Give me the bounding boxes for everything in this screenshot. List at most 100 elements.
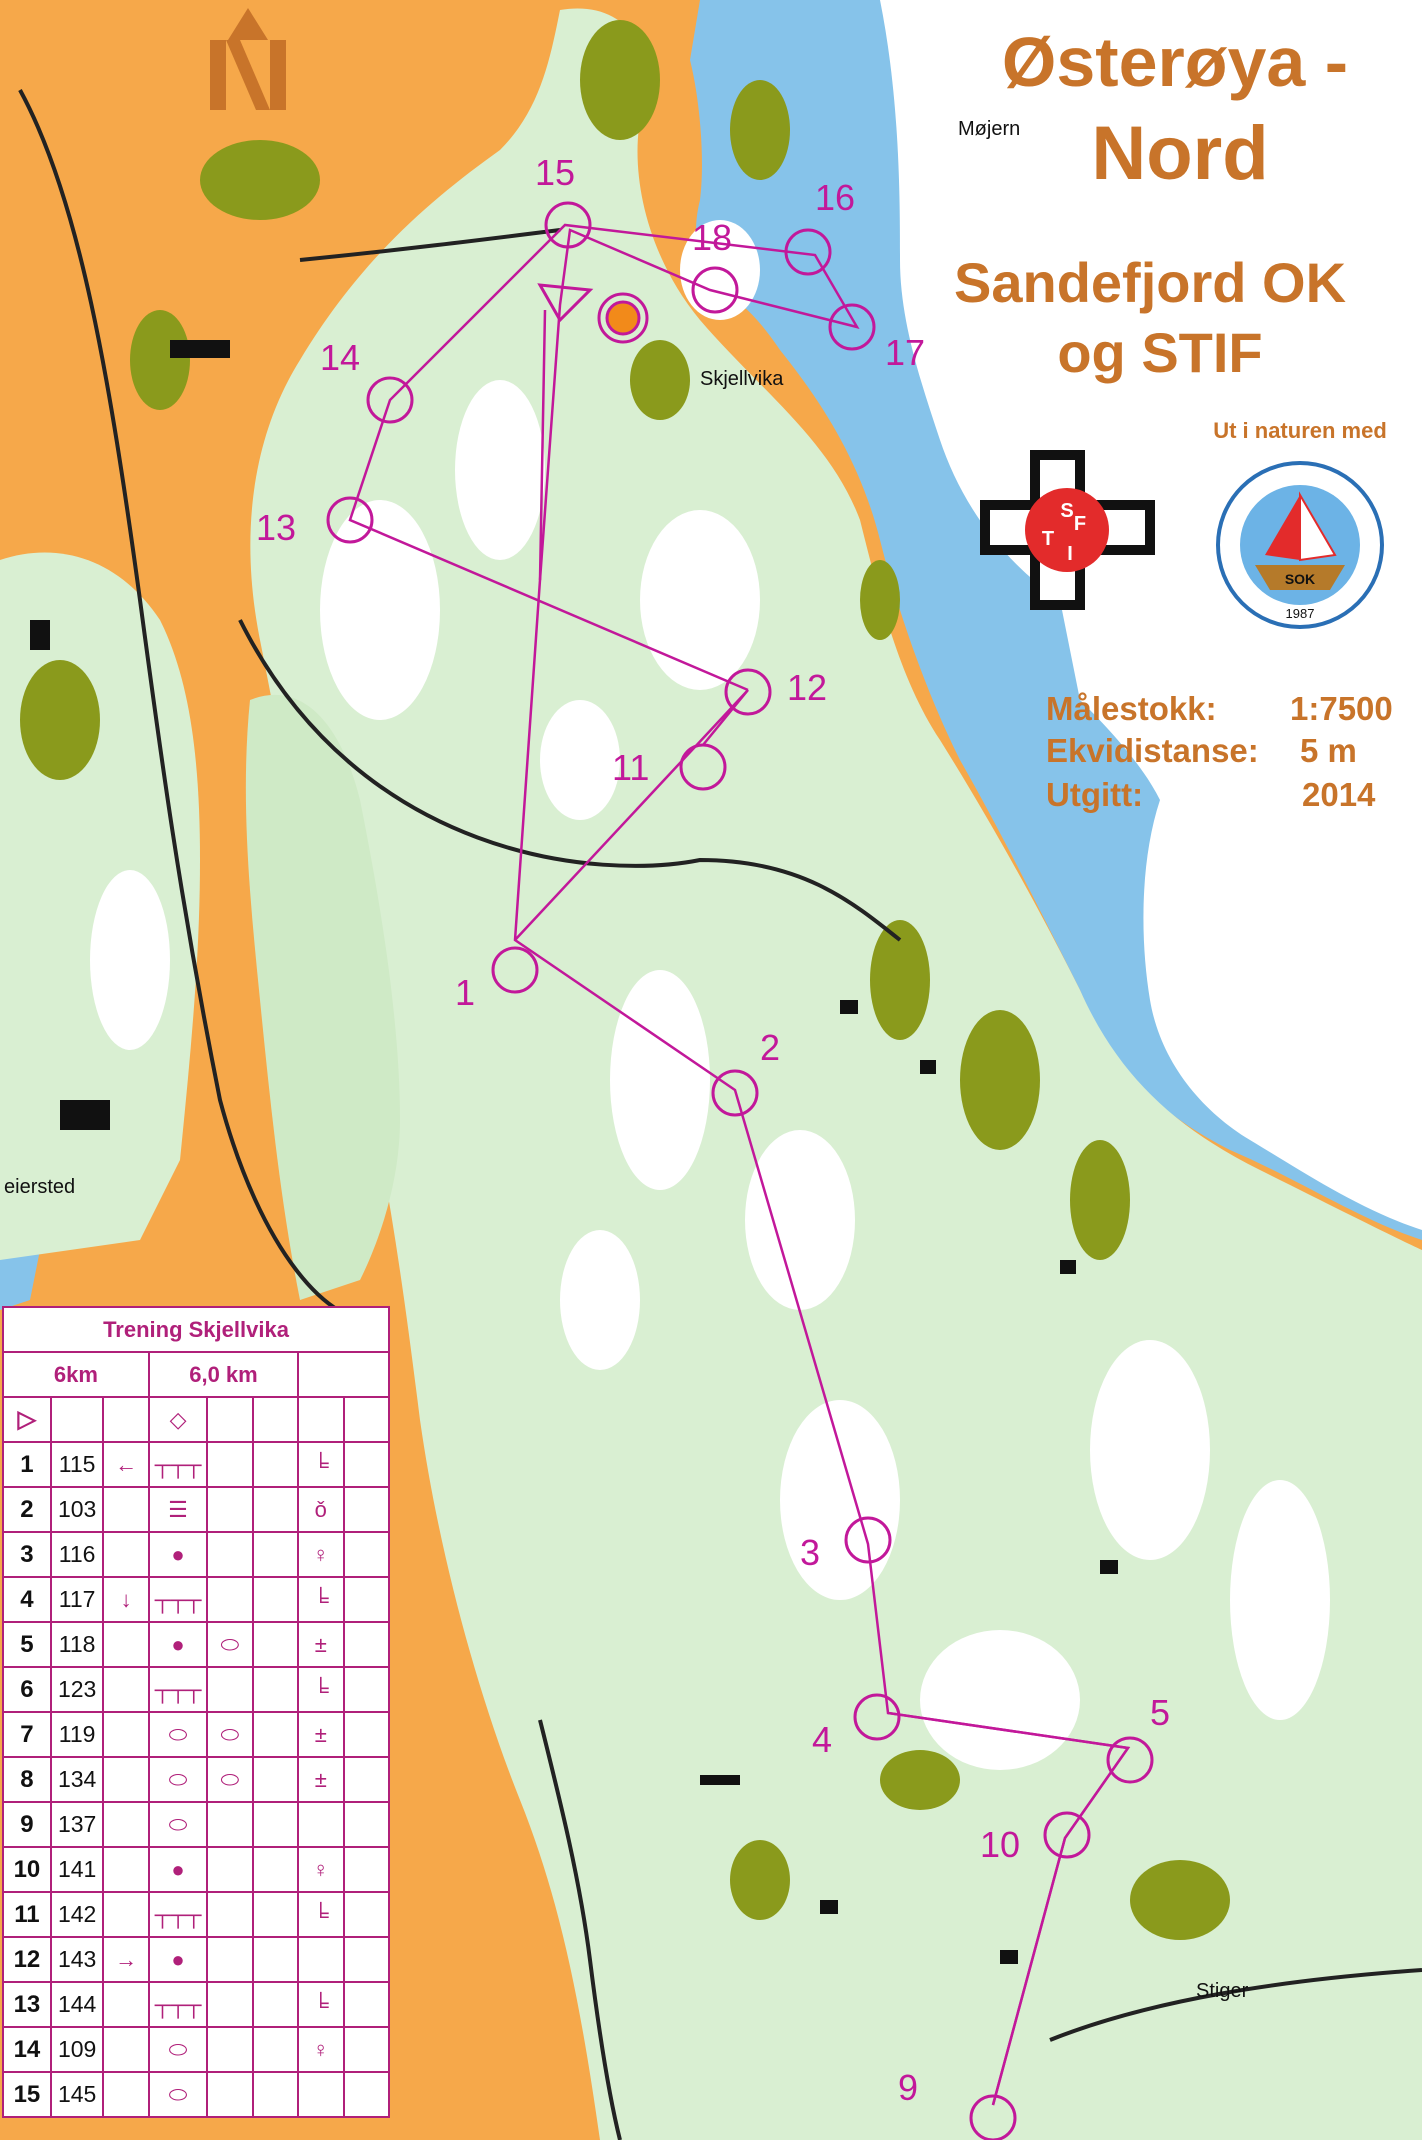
desc-blank [251, 1981, 300, 2028]
desc-position: ╘ [297, 1981, 345, 2028]
north-arrow-icon [210, 8, 286, 110]
desc-blank [251, 1486, 300, 1533]
desc-blank [342, 1666, 390, 1713]
desc-blank [251, 2026, 300, 2073]
forest-area-west2 [245, 694, 400, 1300]
published-value: 2014 [1302, 776, 1376, 813]
desc-feature: ┬┬┬ [147, 1891, 209, 1938]
desc-feature2 [206, 1531, 254, 1578]
desc-num: 4 [2, 1576, 52, 1623]
desc-blank [342, 1441, 390, 1488]
stif-logo [980, 450, 1155, 610]
control-label-2: 2 [760, 1027, 780, 1068]
desc-blank [342, 1801, 390, 1848]
desc-position [297, 2071, 345, 2118]
desc-feature2 [206, 1981, 254, 2028]
desc-feature2 [206, 1441, 254, 1488]
desc-num: 3 [2, 1531, 52, 1578]
desc-num: 5 [2, 1621, 52, 1668]
desc-code: 142 [49, 1891, 105, 1938]
desc-blank [342, 1576, 390, 1623]
desc-feature2 [206, 1936, 254, 1983]
desc-position: ± [297, 1756, 345, 1803]
desc-feature: ⬭ [147, 1756, 209, 1803]
contour-value: 5 m [1300, 732, 1357, 769]
control-label-9: 9 [898, 2067, 918, 2108]
desc-blank [342, 1711, 390, 1758]
desc-feature: ┬┬┬ [147, 1981, 209, 2028]
desc-num: 7 [2, 1711, 52, 1758]
desc-class: 6km [2, 1351, 150, 1398]
desc-position [297, 1801, 345, 1848]
desc-code: 109 [49, 2026, 105, 2073]
desc-code: 137 [49, 1801, 105, 1848]
desc-code: 123 [49, 1666, 105, 1713]
desc-blank [251, 1891, 300, 1938]
published-label: Utgitt: [1046, 776, 1144, 813]
desc-direction [102, 1486, 150, 1533]
desc-blank [342, 1981, 390, 2028]
place-skjellvika: Skjellvika [700, 368, 784, 390]
desc-blank [251, 1576, 300, 1623]
control-labels: 1 2 3 4 5 9 10 11 12 13 14 15 16 17 18 [256, 152, 1170, 2108]
desc-position: ╘ [297, 1891, 345, 1938]
control-circles [326, 201, 1154, 2140]
control-label-4: 4 [812, 1719, 832, 1760]
dense-vegetation [20, 20, 1230, 1940]
map-margin [880, 0, 1422, 1230]
desc-direction [102, 2026, 150, 2073]
stif-letter-f: F [1074, 513, 1086, 535]
desc-position: ♀ [297, 1531, 345, 1578]
desc-blank [342, 1936, 390, 1983]
desc-feature2 [206, 1576, 254, 1623]
desc-num: 13 [2, 1981, 52, 2028]
desc-blank [251, 1531, 300, 1578]
stif-letter-s: S [1060, 500, 1073, 522]
desc-feature2: ⬭ [206, 1621, 254, 1668]
scale-label: Målestokk: [1046, 690, 1217, 727]
desc-feature: ┬┬┬ [147, 1666, 209, 1713]
club-name-line1: Sandefjord OK [953, 251, 1347, 314]
desc-feature2 [206, 2026, 254, 2073]
desc-blank [251, 1666, 300, 1713]
desc-length: 6,0 km [147, 1351, 300, 1398]
scale-value: 1:7500 [1290, 690, 1393, 727]
desc-direction [102, 1891, 150, 1938]
desc-blank [297, 1351, 390, 1398]
desc-direction: → [102, 1936, 150, 1983]
desc-feature2 [206, 2071, 254, 2118]
desc-position: ╘ [297, 1666, 345, 1713]
desc-title: Trening Skjellvika [2, 1306, 390, 1353]
desc-direction [102, 1981, 150, 2028]
desc-start-row: ▷ ◇ [2, 1396, 390, 1443]
desc-direction [102, 1711, 150, 1758]
desc-blank [251, 1756, 300, 1803]
sok-logo [1216, 461, 1384, 629]
desc-feature: ⬭ [147, 1801, 209, 1848]
roads [18, 89, 1422, 2140]
desc-position [297, 1936, 345, 1983]
desc-feature: ⬭ [147, 1711, 209, 1758]
desc-direction [102, 1801, 150, 1848]
club-name-line2: og STIF [1057, 321, 1263, 384]
desc-position: ╘ [297, 1441, 345, 1488]
desc-blank [251, 1441, 300, 1488]
desc-direction [102, 1756, 150, 1803]
desc-position: ǒ [297, 1486, 345, 1533]
map-title-line2: Nord [1091, 111, 1269, 196]
place-stiger: Stiger [1196, 1980, 1249, 2002]
desc-class-row: 6km 6,0 km [2, 1351, 390, 1398]
desc-direction [102, 1531, 150, 1578]
